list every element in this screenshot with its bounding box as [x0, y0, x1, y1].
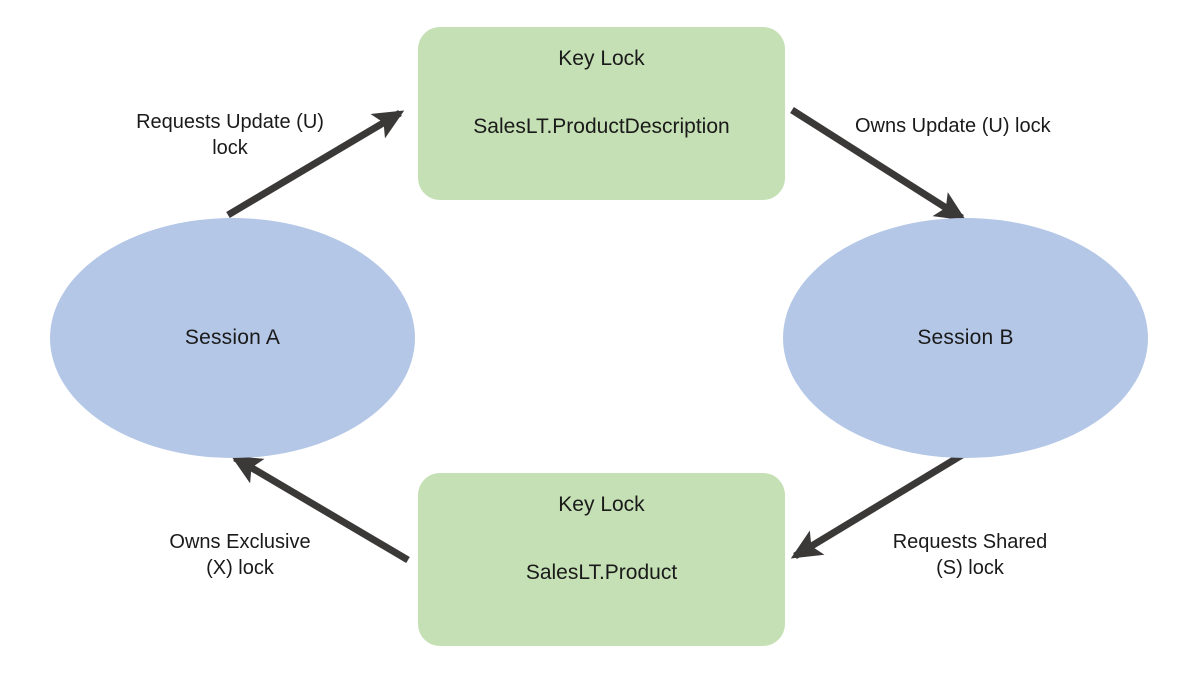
lock-bottom-title: Key Lock	[558, 493, 645, 516]
lock-bottom-object: SalesLT.Product	[525, 561, 678, 584]
edge-a-to-top	[226, 109, 405, 219]
node-session-a[interactable]: Session A	[50, 218, 415, 458]
edge-bottom-to-a	[230, 454, 410, 564]
edge-label-owns-exclusive-lock: Owns Exclusive (X) lock	[169, 531, 311, 579]
node-key-lock-productdescription[interactable]: Key Lock SalesLT.ProductDescription	[418, 27, 785, 200]
node-session-b[interactable]: Session B	[783, 218, 1148, 458]
node-key-lock-product[interactable]: Key Lock SalesLT.Product	[418, 473, 785, 646]
edge-label-owns-update-lock: Owns Update (U) lock	[855, 115, 1051, 137]
session-a-label: Session A	[184, 326, 281, 349]
lock-top-title: Key Lock	[558, 47, 645, 70]
edge-label-requests-shared-lock: Requests Shared (S) lock	[892, 531, 1048, 579]
edge-b-to-bottom	[790, 449, 969, 559]
edge-top-to-b	[790, 107, 967, 221]
session-b-label: Session B	[917, 326, 1014, 349]
edge-label-requests-update-lock: Requests Update (U) lock	[136, 111, 324, 159]
lock-top-object: SalesLT.ProductDescription	[473, 115, 730, 138]
